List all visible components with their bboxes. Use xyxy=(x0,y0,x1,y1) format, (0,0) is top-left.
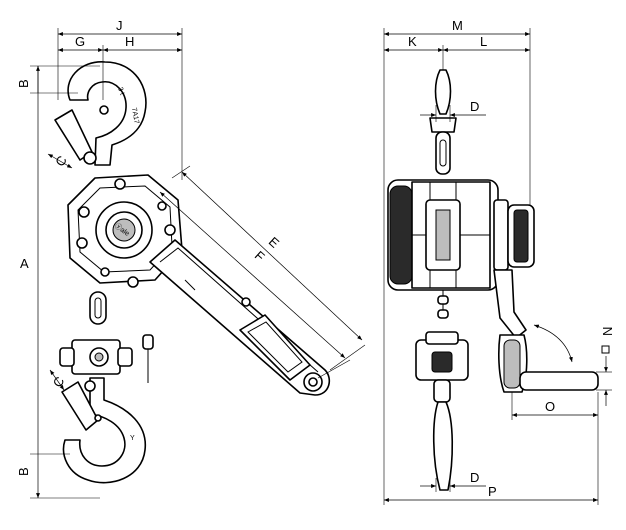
bottom-block xyxy=(59,339,133,375)
dim-label-c-bottom: C xyxy=(50,374,68,390)
dim-label-l: L xyxy=(480,34,487,49)
side-view: M K L D D N xyxy=(383,18,615,505)
bottom-hook: Y xyxy=(61,377,146,484)
n-square-symbol xyxy=(601,345,610,354)
dim-label-n: N xyxy=(600,327,615,336)
dim-label-c-top: C xyxy=(52,153,70,169)
front-view-dimensions: J G H A B B C C xyxy=(16,18,366,499)
dim-label-p: P xyxy=(488,484,497,499)
dim-label-j: J xyxy=(116,18,123,33)
side-load-chain xyxy=(437,290,449,319)
dim-label-h: H xyxy=(125,34,134,49)
svg-text:Y: Y xyxy=(130,435,135,442)
top-hook: 3 t 7A17 xyxy=(54,61,147,166)
lever-swing-arc xyxy=(533,324,573,363)
hook-size-mark: 3 t xyxy=(116,86,125,96)
dim-label-d-bottom: D xyxy=(470,470,479,485)
dim-label-m: M xyxy=(452,18,463,33)
side-housing xyxy=(387,179,535,291)
dim-label-b-bottom: B xyxy=(16,467,31,476)
dim-label-o: O xyxy=(545,399,555,414)
load-chain xyxy=(89,291,154,383)
hook-code-mark: 7A17 xyxy=(130,107,140,124)
side-view-dimensions: M K L D D N xyxy=(383,18,615,505)
dim-label-e: E xyxy=(266,234,283,251)
dim-label-f: F xyxy=(252,248,268,265)
dim-label-a: A xyxy=(20,256,29,271)
side-bottom-block xyxy=(415,331,469,491)
side-lever-handle xyxy=(493,269,599,393)
dim-label-k: K xyxy=(408,34,417,49)
dim-label-d-top: D xyxy=(470,99,479,114)
dim-label-g: G xyxy=(75,34,85,49)
side-top-hook xyxy=(429,69,457,175)
front-view: 3 t 7A17 ⓨale xyxy=(16,18,366,499)
dim-label-b-top: B xyxy=(16,79,31,88)
